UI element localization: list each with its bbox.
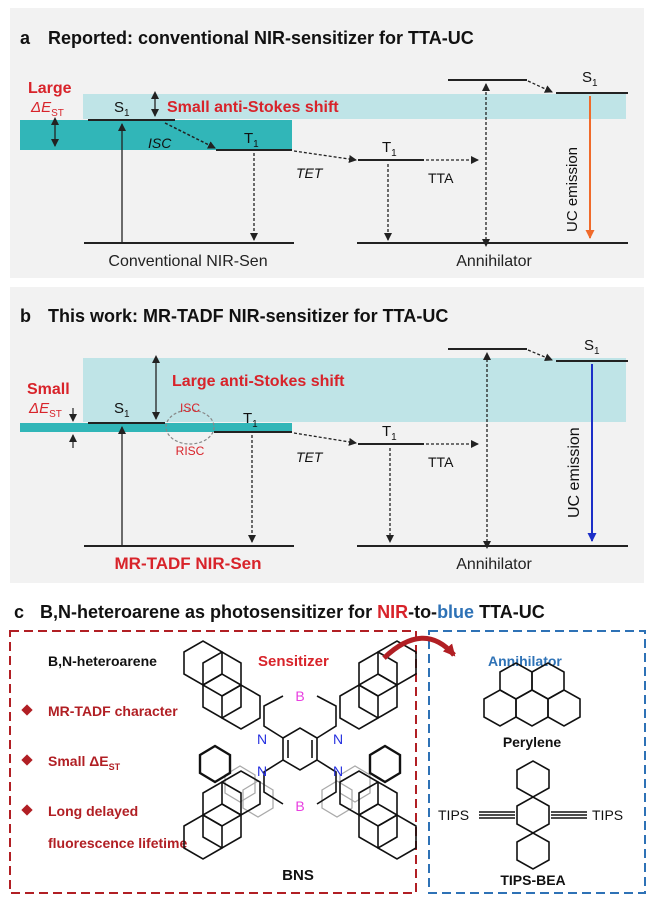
panel-a: a Reported: conventional NIR-sensitizer … (10, 8, 644, 278)
annihilator-t1-label-a: T1 (382, 139, 397, 159)
annihilator-name-b: Annihilator (456, 556, 532, 573)
isc-arrow-a (164, 122, 216, 149)
tta-label-a: TTA (428, 170, 454, 186)
sensitizer-label: Sensitizer (258, 653, 329, 670)
panel-c-title: B,N-heteroarene as photosensitizer for N… (40, 602, 545, 622)
panel-b-background (10, 287, 644, 583)
annihilator-t1-label-b: T1 (382, 423, 397, 443)
bns-atom-n-left-top: N (257, 731, 267, 747)
bns-atom-n-right-bottom: N (333, 763, 343, 779)
isc-label-b: ISC (180, 401, 200, 415)
bns-atom-n-left-bottom: N (257, 763, 267, 779)
annihilator-box (428, 630, 646, 894)
t1-label-a: T1 (244, 130, 259, 150)
bn-heteroarene-header: B,N-heteroarene (48, 653, 157, 669)
sensitizer-est-band (20, 120, 292, 150)
isc-risc-cycle (165, 409, 215, 445)
tet-label-b: TET (296, 449, 324, 465)
panel-b: b This work: MR-TADF NIR-sensitizer for … (10, 287, 644, 583)
panel-a-letter: a (20, 28, 31, 48)
tips-bea-label: TIPS-BEA (500, 872, 565, 888)
bns-atom-n-right-top: N (333, 731, 343, 747)
tips-right: TIPS (592, 807, 623, 823)
tips-left: TIPS (438, 807, 469, 823)
relax-arrow-b (527, 349, 553, 361)
bullet-1: MR-TADF character (48, 703, 178, 719)
annihilator-label: Annihilator (488, 653, 562, 669)
uc-emission-label-a: UC emission (564, 147, 581, 232)
tet-arrow-b (293, 432, 357, 446)
delta-est-label: ΔEST (30, 99, 64, 119)
risc-label-b: RISC (176, 444, 205, 458)
bullet-2: Small ΔEST (48, 753, 121, 772)
relax-arrow-a (527, 80, 553, 93)
t1-label-b: T1 (243, 410, 258, 430)
isc-label-a: ISC (148, 135, 172, 151)
bullet-3: Long delayed (48, 803, 138, 819)
anti-stokes-label-a: Small anti-Stokes shift (167, 99, 339, 116)
annihilator-s1-label-a: S1 (582, 69, 598, 89)
annihilator-s1-label-b: S1 (584, 337, 600, 357)
annihilator-name-a: Annihilator (456, 253, 532, 270)
panel-c-letter: c (14, 602, 24, 622)
bullet-diamond-2 (21, 754, 33, 766)
anti-stokes-band (83, 94, 626, 119)
panel-c: c B,N-heteroarene as photosensitizer for… (9, 602, 646, 894)
sensitizer-name-b: MR-TADF NIR-Sen (115, 554, 262, 573)
bns-atom-b-bottom: B (295, 798, 304, 814)
large-label: Large (28, 80, 72, 97)
small-label: Small (27, 381, 70, 398)
s1-label-b: S1 (114, 400, 130, 420)
perylene-structure (483, 662, 581, 727)
bullet-diamond-3 (21, 804, 33, 816)
s1-label-a: S1 (114, 99, 130, 119)
sensitizer-est-band-b (20, 423, 292, 432)
bns-atom-b-top: B (295, 688, 304, 704)
panel-b-letter: b (20, 306, 31, 326)
tta-label-b: TTA (428, 454, 454, 470)
delta-est-label-b: ΔEST (28, 400, 62, 420)
perylene-label: Perylene (503, 734, 562, 750)
tet-arrow-a (293, 150, 357, 163)
energy-transfer-arrow (382, 635, 456, 660)
bns-label: BNS (282, 867, 314, 884)
anti-stokes-label-b: Large anti-Stokes shift (172, 373, 345, 390)
anti-stokes-band-b (83, 358, 626, 422)
panel-a-title: Reported: conventional NIR-sensitizer fo… (48, 28, 474, 48)
sensitizer-name-a: Conventional NIR-Sen (108, 253, 267, 270)
tips-bea-structure (479, 760, 587, 870)
sensitizer-box (9, 630, 417, 894)
bullet-3-cont: fluorescence lifetime (48, 835, 187, 851)
bns-structure (183, 640, 417, 860)
panel-b-title: This work: MR-TADF NIR-sensitizer for TT… (48, 306, 448, 326)
bullet-diamond-1 (21, 704, 33, 716)
tet-label-a: TET (296, 165, 324, 181)
uc-emission-label-b: UC emission (566, 427, 583, 518)
